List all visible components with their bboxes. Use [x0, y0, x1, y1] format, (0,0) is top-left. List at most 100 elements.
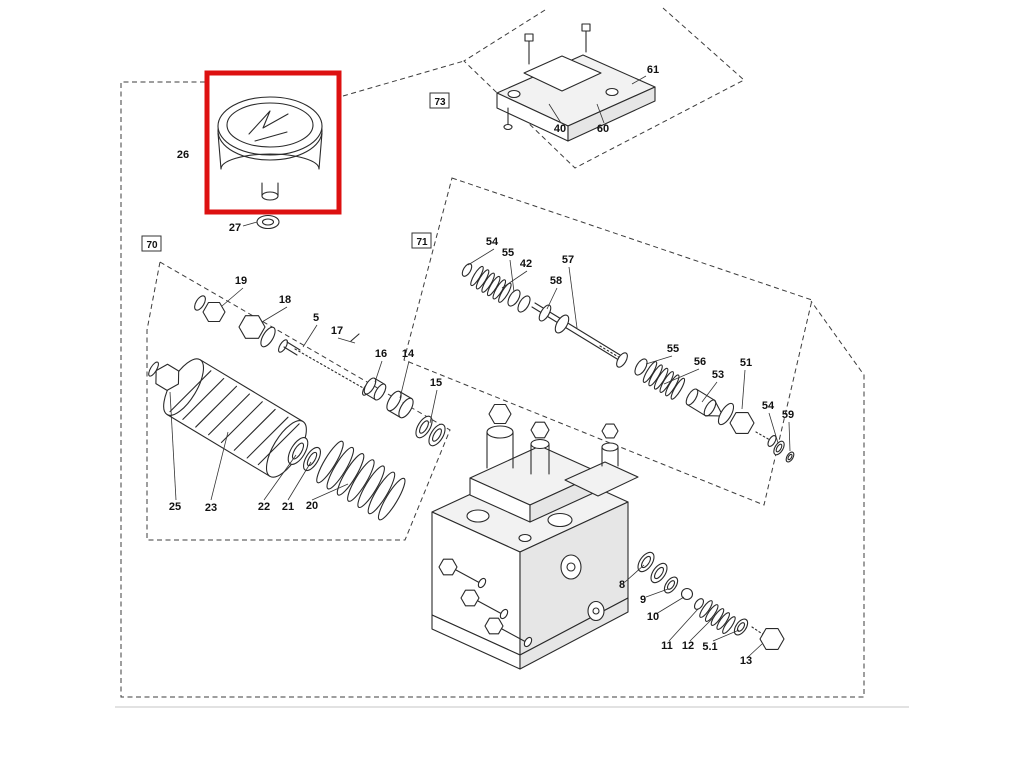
part-label-40[interactable]: 40: [554, 123, 566, 135]
spring-56: [642, 361, 686, 400]
part-label-8[interactable]: 8: [619, 579, 625, 591]
part-label-61[interactable]: 61: [647, 64, 659, 76]
side-block-top: [564, 461, 639, 497]
o-ring-inner: [775, 443, 783, 453]
group-label-73[interactable]: 73: [434, 97, 446, 108]
part-label-17[interactable]: 17: [331, 325, 343, 337]
group-box-71[interactable]: [411, 232, 432, 249]
part-label-12[interactable]: 12: [682, 640, 694, 652]
filter-cartridge-23: [148, 358, 307, 478]
plate-port: [507, 89, 521, 99]
cap-body-bottom: [220, 153, 320, 170]
part-label-18[interactable]: 18: [279, 294, 291, 306]
bolt-washer: [499, 608, 509, 620]
part-label-54[interactable]: 54: [762, 400, 775, 412]
spring-coil: [699, 600, 713, 618]
lower-stud-tip: [503, 123, 513, 131]
adjust-rod: [283, 346, 298, 356]
group-label-71[interactable]: 71: [416, 237, 428, 248]
bolt-hex-head: [484, 617, 504, 635]
o-ring-inner: [787, 453, 793, 461]
part-label-26[interactable]: 26: [177, 149, 189, 161]
main-valve-body: [431, 403, 639, 670]
part-label-5[interactable]: 5: [313, 312, 319, 324]
part-label-25[interactable]: 25: [169, 501, 181, 513]
ball-10: [680, 587, 694, 601]
cap-top-inner: [226, 102, 314, 148]
hex-nut-19: [202, 301, 226, 323]
part-label-27[interactable]: 27: [229, 222, 241, 234]
o-ring-9-inner: [666, 580, 676, 590]
part-label-23[interactable]: 23: [205, 502, 217, 514]
plug-25-stub: [148, 361, 159, 377]
group-70-boundary: [146, 261, 451, 541]
rod-collar: [554, 314, 570, 334]
part-label-58[interactable]: 58: [550, 275, 562, 287]
spool-16-side: [364, 393, 376, 401]
top-port: [518, 533, 532, 543]
top-hex-plug: [488, 403, 512, 425]
spring-coil: [498, 282, 512, 303]
part-label-57[interactable]: 57: [562, 254, 574, 266]
o-ring-8-inner: [653, 566, 665, 580]
washer-21-inner: [306, 451, 318, 467]
part-label-11[interactable]: 11: [661, 640, 673, 652]
part-label-14[interactable]: 14: [402, 348, 415, 360]
part-label-22[interactable]: 22: [258, 501, 270, 513]
part-label-15[interactable]: 15: [430, 377, 442, 389]
cartridge-tip: [767, 435, 777, 447]
cap-body-side: [217, 132, 222, 170]
part-label-51[interactable]: 51: [740, 357, 752, 369]
part-label-53[interactable]: 53: [712, 369, 724, 381]
part-label-20[interactable]: 20: [306, 500, 318, 512]
seat-11: [693, 598, 705, 610]
part-label-13[interactable]: 13: [740, 655, 752, 667]
ring-15-inner: [432, 428, 442, 442]
part-label-55[interactable]: 55: [667, 343, 679, 355]
spring-coil: [704, 604, 719, 622]
adjust-rod: [286, 341, 301, 351]
o-ring-5-1-inner: [736, 622, 746, 632]
part-label-56[interactable]: 56: [694, 356, 706, 368]
part-label-9[interactable]: 9: [640, 594, 646, 606]
adjust-rod-thread: [294, 348, 366, 390]
part-label-60[interactable]: 60: [597, 123, 609, 135]
cap-nipple-end: [261, 191, 279, 201]
top-port: [547, 512, 573, 528]
washer: [634, 358, 648, 376]
part-label-21[interactable]: 21: [282, 501, 294, 513]
selected-part-highlight[interactable]: [204, 70, 342, 215]
group-box-73[interactable]: [429, 92, 450, 109]
part-label-16[interactable]: 16: [375, 348, 387, 360]
fitting-collar: [260, 326, 276, 348]
part-label-19[interactable]: 19: [235, 275, 247, 287]
washer: [507, 289, 521, 307]
part-label-5.1[interactable]: 5.1: [702, 641, 717, 653]
part-label-59[interactable]: 59: [782, 409, 794, 421]
bolt-shaft: [501, 628, 527, 643]
spring-coil: [722, 616, 736, 634]
bolt-hex-head: [460, 589, 480, 607]
part-label-42[interactable]: 42: [520, 258, 532, 270]
pin-17: [350, 333, 360, 342]
leader-lines: [169, 75, 791, 658]
filter-mesh-line: [220, 401, 263, 444]
bolt-shaft: [455, 569, 481, 584]
spring-coil: [716, 612, 730, 630]
ring-15-inner: [419, 420, 429, 434]
filter-mesh-line: [195, 385, 238, 428]
filter-mesh-line: [257, 423, 300, 466]
group-boundaries: [120, 7, 865, 698]
group-label-70[interactable]: 70: [146, 240, 158, 251]
part-label-54[interactable]: 54: [486, 236, 499, 248]
top-plate-right-edge: [567, 86, 656, 142]
group-box-70[interactable]: [141, 235, 162, 252]
leader-to-group-73: [342, 60, 465, 97]
cartridge-hex: [729, 412, 755, 434]
spring-12: [699, 600, 736, 634]
top-valve-assembly: [496, 23, 656, 142]
part-label-55[interactable]: 55: [502, 247, 514, 259]
part-label-10[interactable]: 10: [647, 611, 659, 623]
